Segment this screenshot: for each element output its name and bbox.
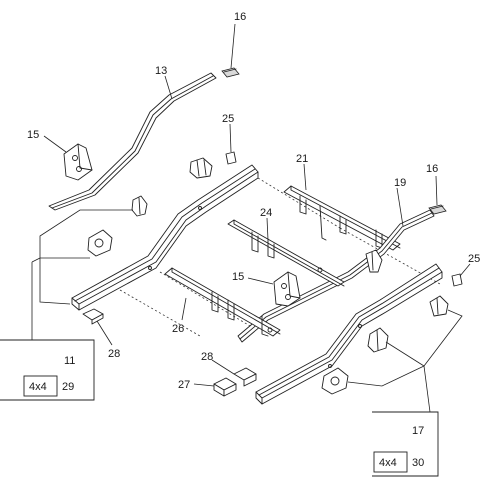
pad-28-left [82,308,113,346]
label-part-15-middle: 15 [232,271,244,283]
plate-25-right [451,263,471,287]
box-right-tag: 4x4 [379,457,397,469]
label-part-21: 21 [296,153,308,165]
bushing-right [321,367,349,395]
label-part-16-top: 16 [234,11,246,23]
label-part-11: 11 [64,355,75,367]
mount-bracket-right-mid [367,327,389,353]
label-part-13: 13 [155,65,167,77]
cross-member-24 [227,217,345,287]
shim-plate-top [221,23,240,78]
mount-bracket-mid-left [131,195,148,217]
right-main-side-member [255,263,443,405]
mount-bracket-right-lower [429,295,449,317]
label-part-28-left: 28 [108,348,120,360]
pad-28-middle [211,359,257,387]
callout-frame-left [0,339,95,401]
label-part-17: 17 [412,425,424,437]
label-part-15-left: 15 [27,129,39,141]
leader-tree-right [347,309,463,413]
label-part-28-middle: 28 [201,351,213,363]
shim-plate-right [428,175,447,215]
bracket-left [43,135,93,181]
upper-left-rail [48,72,217,211]
label-part-24: 24 [260,207,272,219]
box-left-tag: 4x4 [29,381,47,393]
box-right-number: 30 [412,457,424,469]
label-part-16-right: 16 [426,163,438,175]
spacer-27 [193,377,237,397]
cross-member-26 [164,267,281,337]
bushing-left [87,229,113,257]
leader-tree-left [31,209,133,340]
label-part-19: 19 [394,177,406,189]
callout-frame-right [372,411,439,477]
box-left-number: 29 [62,381,74,393]
label-part-27: 27 [178,379,190,391]
label-part-26: 26 [172,323,184,335]
plate-25-top [225,123,237,165]
mount-bracket-upper-left [189,157,213,179]
cross-member-21 [283,163,401,251]
bracket-middle [247,271,301,307]
label-part-25-top: 25 [222,113,234,125]
mount-bracket-right-upper [365,249,383,273]
label-part-25-right: 25 [468,253,480,265]
